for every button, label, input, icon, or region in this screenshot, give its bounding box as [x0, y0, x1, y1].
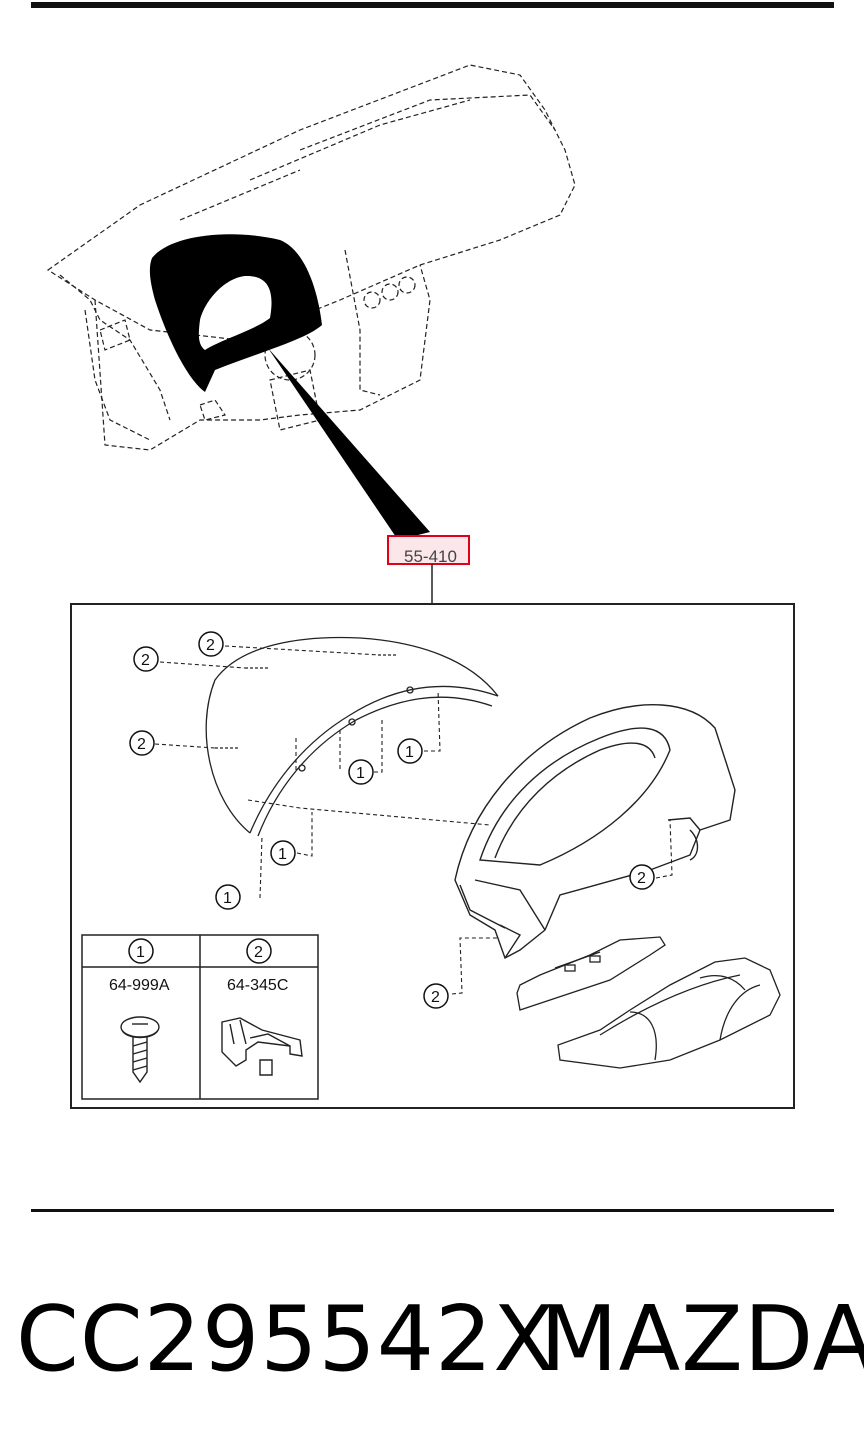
svg-text:1: 1 — [223, 890, 232, 907]
top-rule — [31, 2, 834, 8]
legend-header-2: 2 — [246, 938, 272, 964]
svg-text:1: 1 — [278, 846, 287, 863]
svg-text:2: 2 — [637, 870, 646, 887]
callout-2: 2 — [129, 730, 155, 756]
svg-text:2: 2 — [141, 652, 150, 669]
svg-text:1: 1 — [405, 744, 414, 761]
meter-lens — [205, 636, 499, 837]
lower-bracket — [516, 936, 666, 1011]
brand-name: MAZDA — [540, 1287, 864, 1392]
clip-icon — [221, 1017, 303, 1076]
svg-text:2: 2 — [137, 736, 146, 753]
exploded-view-frame — [70, 603, 795, 1109]
legend-part-1: 64-999A — [109, 977, 170, 994]
callout-1: 1 — [215, 884, 241, 910]
reference-highlight-box — [387, 535, 470, 565]
part-code: CC295542X — [16, 1287, 556, 1392]
fastener-legend: 1 2 64-999A 64-345C — [81, 934, 319, 1100]
reference-label: 55-410 — [404, 547, 457, 566]
svg-text:2: 2 — [431, 989, 440, 1006]
parts-diagram: 55-410 — [46, 64, 795, 1109]
callout-1: 1 — [270, 840, 296, 866]
bottom-rule — [31, 1209, 834, 1212]
callout-group: 2 2 2 1 1 1 1 2 — [129, 631, 655, 1009]
column-cover — [557, 957, 781, 1069]
callout-1: 1 — [348, 759, 374, 785]
svg-text:2: 2 — [206, 637, 215, 654]
svg-text:2: 2 — [254, 944, 263, 961]
callout-2: 2 — [198, 631, 224, 657]
legend-part-2: 64-345C — [227, 977, 288, 994]
leader-lines — [154, 645, 673, 995]
pointer-arrow — [268, 348, 430, 540]
screw-icon — [120, 1016, 160, 1084]
dashboard-overview — [46, 64, 576, 451]
legend-header-1: 1 — [128, 938, 154, 964]
callout-2: 2 — [133, 646, 159, 672]
svg-text:1: 1 — [356, 765, 365, 782]
svg-text:1: 1 — [136, 944, 145, 961]
highlighted-meter-hood — [149, 234, 322, 392]
meter-hood-part — [454, 704, 736, 959]
callout-2: 2 — [629, 864, 655, 890]
callout-1: 1 — [397, 738, 423, 764]
callout-2: 2 — [423, 983, 449, 1009]
